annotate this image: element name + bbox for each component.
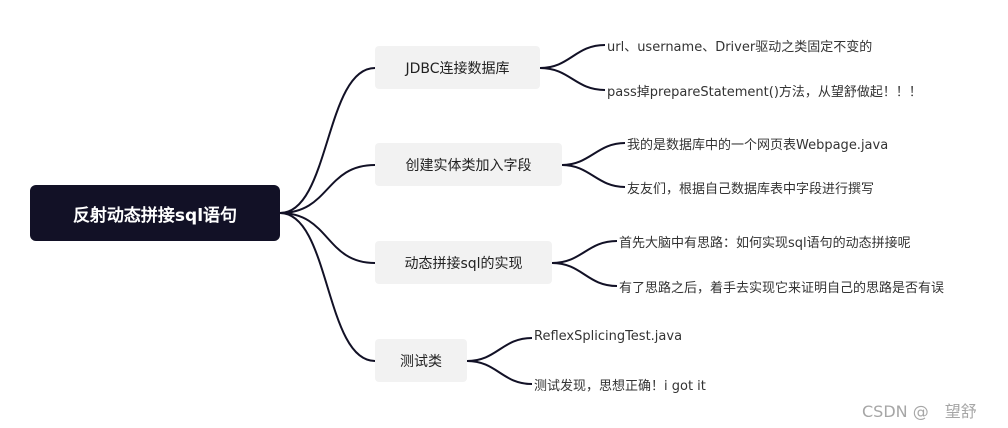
leaf-topic[interactable]: 有了思路之后，着手去实现它来证明自己的思路是否有误 [619,281,945,296]
branch-topic-label: 动态拼接sql的实现 [404,255,523,272]
connector-branch-4-leaf-1 [466,337,533,362]
branch-topic-label: JDBC连接数据库 [405,60,510,77]
branch-topic-label: 测试类 [400,353,442,370]
branch-topic-test[interactable]: 测试类 [375,339,467,382]
leaf-topic[interactable]: pass掉prepareStatement()方法，从望舒做起！！！ [607,85,922,100]
leaf-topic[interactable]: url、username、Driver驱动之类固定不变的 [607,40,873,55]
branch-topic-dynamic-sql[interactable]: 动态拼接sql的实现 [375,241,552,284]
connector-root-branch-2 [279,164,376,214]
root-topic-label: 反射动态拼接sql语句 [72,205,238,226]
watermark: CSDN @ 望舒 [862,402,977,421]
connector-branch-2-leaf-1 [561,142,626,166]
connector-branch-1-leaf-1 [539,44,606,69]
branch-topic-label: 创建实体类加入字段 [405,157,532,174]
leaf-topic[interactable]: 我的是数据库中的一个网页表Webpage.java [627,138,889,153]
connector-root-branch-3 [279,212,376,264]
leaf-topic[interactable]: 首先大脑中有思路：如何实现sql语句的动态拼接呢 [619,236,911,251]
leaf-topic[interactable]: 友友们，根据自己数据库表中字段进行撰写 [627,182,875,197]
connector-branch-1-leaf-2 [539,67,606,91]
connector-branch-3-leaf-2 [551,262,618,287]
root-topic[interactable]: 反射动态拼接sql语句 [30,185,280,241]
branch-topic-jdbc[interactable]: JDBC连接数据库 [375,46,540,89]
connector-branch-2-leaf-2 [561,164,626,188]
connector-branch-3-leaf-1 [551,240,618,264]
connector-branch-4-leaf-2 [466,360,533,385]
leaf-topic[interactable]: 测试发现，思想正确！i got it [534,379,706,394]
leaf-topic[interactable]: ReflexSplicingTest.java [534,329,683,344]
branch-topic-entity[interactable]: 创建实体类加入字段 [375,143,562,186]
connector-root-branch-4 [279,212,376,362]
connector-root-branch-1 [279,67,376,214]
